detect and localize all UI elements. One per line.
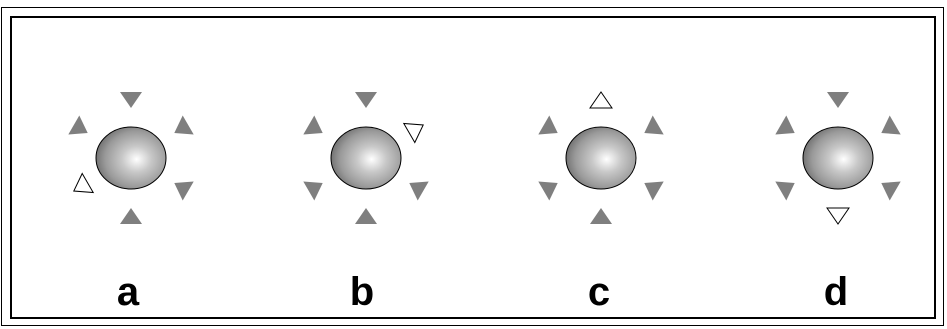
arrow-top	[827, 92, 849, 108]
arrow-bottom	[120, 208, 142, 224]
arrow-upper-right	[881, 116, 900, 135]
panel-c: c	[538, 92, 663, 314]
arrow-lower-left	[538, 182, 557, 201]
sphere	[566, 127, 636, 189]
arrow-bottom	[590, 208, 612, 224]
arrow-upper-right	[174, 116, 193, 135]
ring-b	[303, 92, 428, 224]
arrow-bottom	[355, 208, 377, 224]
arrow-upper-left	[538, 116, 557, 135]
panel-b: b	[303, 92, 428, 314]
arrow-upper-left	[303, 116, 322, 135]
arrow-lower-right	[881, 182, 900, 201]
arrow-lower-right	[174, 182, 193, 201]
panel-label-d: d	[824, 270, 848, 314]
hollow-arrow-bottom	[827, 208, 849, 224]
arrow-top	[355, 92, 377, 108]
panel-a: a	[68, 92, 193, 314]
hollow-arrow-top	[590, 92, 612, 108]
panel-d: d	[775, 92, 900, 314]
sphere	[331, 127, 401, 189]
panel-label-c: c	[588, 270, 610, 314]
hollow-arrow-lower-left	[74, 174, 93, 193]
arrow-top	[120, 92, 142, 108]
hollow-arrow-upper-right	[404, 124, 423, 143]
sphere	[96, 127, 166, 189]
ring-a	[68, 92, 193, 224]
arrow-lower-left	[775, 182, 794, 201]
ring-c	[538, 92, 663, 224]
ring-d	[775, 92, 900, 224]
arrow-lower-left	[303, 182, 322, 201]
arrow-lower-right	[644, 182, 663, 201]
sphere	[803, 127, 873, 189]
arrow-upper-right	[644, 116, 663, 135]
panel-label-b: b	[350, 270, 374, 314]
arrow-upper-left	[68, 116, 87, 135]
arrow-lower-right	[409, 182, 428, 201]
panel-label-a: a	[117, 270, 140, 314]
arrow-upper-left	[775, 116, 794, 135]
